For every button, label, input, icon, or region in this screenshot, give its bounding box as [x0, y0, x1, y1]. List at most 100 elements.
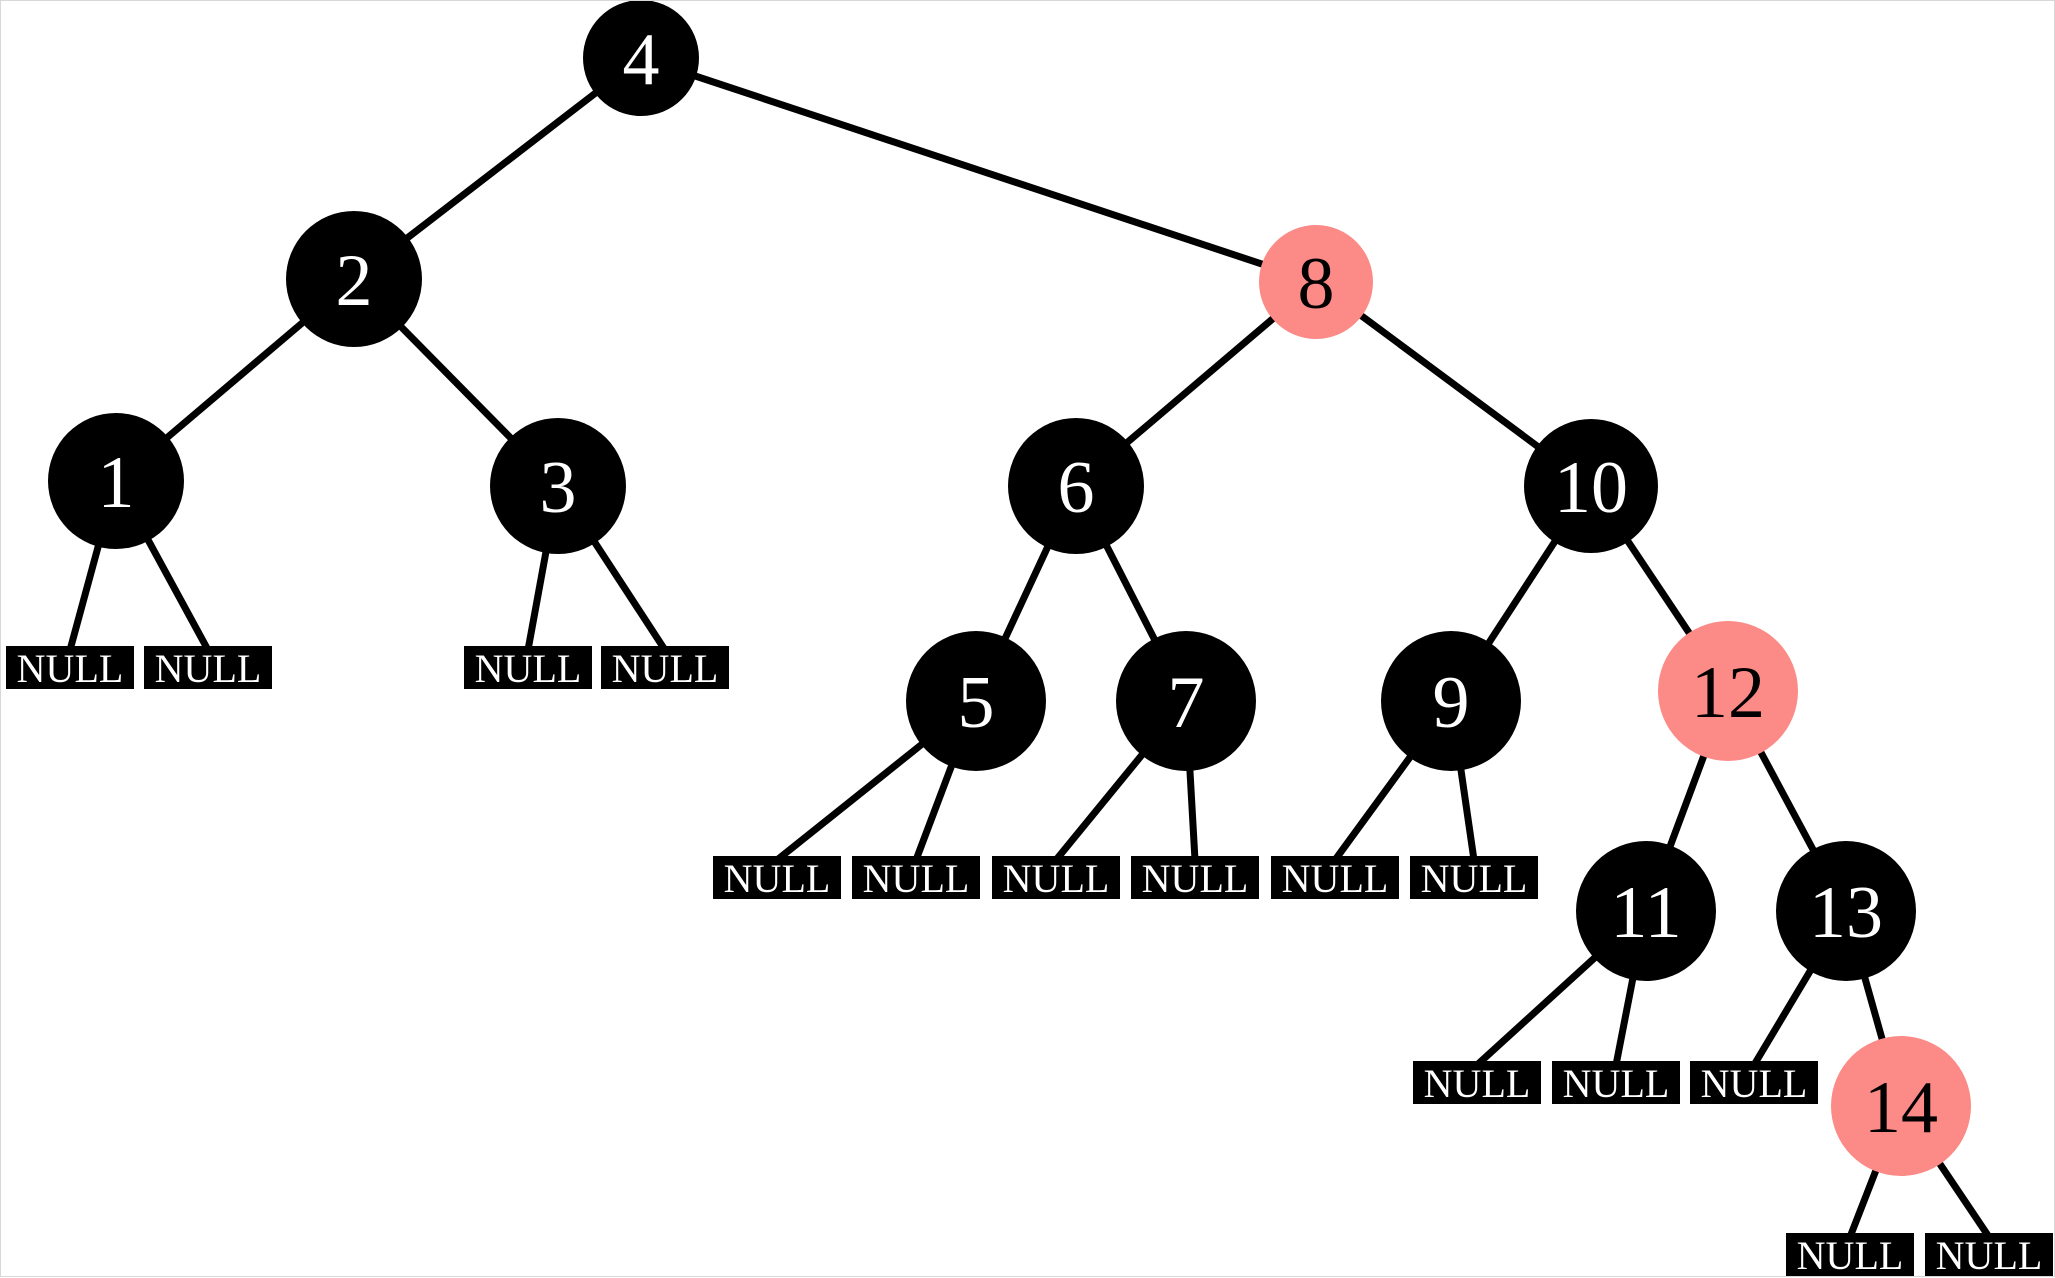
null-node: NULL — [1786, 1233, 1914, 1278]
tree-node-3[interactable]: 3 — [490, 418, 626, 554]
null-node-box — [464, 646, 592, 689]
tree-null-edge — [774, 738, 929, 863]
tree-node-label: 7 — [1168, 662, 1205, 744]
null-node-label: NULL — [1282, 856, 1389, 901]
null-node: NULL — [1410, 856, 1538, 901]
tree-null-edge — [1846, 1164, 1882, 1239]
tree-node-14[interactable]: 14 — [1831, 1036, 1971, 1176]
null-node-box — [1131, 856, 1259, 899]
tree-null-edge — [1750, 964, 1817, 1067]
null-node: NULL — [1690, 1061, 1818, 1106]
tree-null-edge — [1332, 750, 1417, 863]
tree-node-label: 9 — [1433, 662, 1470, 744]
tree-node-circle[interactable] — [490, 418, 626, 554]
null-node: NULL — [852, 856, 980, 901]
tree-node-11[interactable]: 11 — [1576, 841, 1716, 981]
tree-node-circle[interactable] — [1776, 841, 1916, 981]
tree-node-10[interactable]: 10 — [1524, 419, 1658, 553]
tree-null-edge — [142, 533, 212, 652]
tree-null-edge — [1456, 763, 1478, 861]
null-node-box — [713, 856, 841, 899]
null-node-box — [852, 856, 980, 899]
null-node-box — [992, 856, 1120, 899]
tree-edge — [999, 540, 1054, 645]
null-node-label: NULL — [1421, 856, 1528, 901]
null-node-box — [6, 646, 134, 689]
null-node: NULL — [144, 646, 272, 691]
tree-edge — [1665, 749, 1709, 853]
tree-node-label: 6 — [1058, 447, 1095, 529]
edges-layer — [66, 71, 1992, 1239]
tree-node-circle[interactable] — [1116, 631, 1256, 771]
null-node-label: NULL — [1936, 1233, 2043, 1278]
tree-null-edge — [1933, 1157, 1992, 1239]
tree-node-label: 5 — [958, 662, 995, 744]
tree-node-circle[interactable] — [286, 211, 422, 347]
null-node: NULL — [1131, 856, 1259, 901]
null-node-box — [1271, 856, 1399, 899]
tree-node-2[interactable]: 2 — [286, 211, 422, 347]
tree-node-7[interactable]: 7 — [1116, 631, 1256, 771]
tree-node-4[interactable]: 4 — [583, 1, 699, 116]
tree-node-13[interactable]: 13 — [1776, 841, 1916, 981]
null-node: NULL — [1552, 1061, 1680, 1106]
tree-node-12[interactable]: 12 — [1658, 621, 1798, 761]
tree-node-5[interactable]: 5 — [906, 631, 1046, 771]
tree-edge — [1621, 534, 1696, 640]
tree-null-edge — [588, 536, 668, 652]
null-node: NULL — [464, 646, 592, 691]
tree-edge — [1120, 312, 1280, 449]
null-node-label: NULL — [1797, 1233, 1904, 1278]
tree-node-circle[interactable] — [906, 631, 1046, 771]
null-node-box — [1690, 1061, 1818, 1104]
tree-edge — [395, 320, 517, 445]
tree-null-edge — [1612, 973, 1638, 1066]
null-node-box — [1786, 1233, 1914, 1276]
null-node-box — [601, 646, 729, 689]
tree-node-circle[interactable] — [1381, 631, 1521, 771]
tree-edge — [689, 71, 1269, 270]
null-node-label: NULL — [724, 856, 831, 901]
null-node-label: NULL — [1003, 856, 1110, 901]
tree-node-label: 11 — [1610, 872, 1681, 954]
tree-node-circle[interactable] — [48, 413, 184, 549]
tree-node-6[interactable]: 6 — [1008, 418, 1144, 554]
tree-edge — [1101, 539, 1160, 646]
null-node-box — [1925, 1233, 2053, 1276]
null-node-label: NULL — [863, 856, 970, 901]
null-node-label: NULL — [612, 646, 719, 691]
tree-node-label: 4 — [623, 19, 660, 101]
tree-edge — [1354, 309, 1545, 453]
tree-null-edge — [912, 759, 957, 862]
tree-edge — [161, 316, 309, 444]
tree-node-circle[interactable] — [1524, 419, 1658, 553]
null-node-label: NULL — [1424, 1061, 1531, 1106]
null-node-box — [144, 646, 272, 689]
tree-node-circle[interactable] — [583, 1, 699, 116]
tree-node-label: 2 — [336, 240, 373, 322]
null-node-label: NULL — [1563, 1061, 1670, 1106]
null-node-box — [1410, 856, 1538, 899]
tree-node-9[interactable]: 9 — [1381, 631, 1521, 771]
tree-node-label: 14 — [1864, 1067, 1938, 1149]
tree-null-edge — [1474, 951, 1602, 1068]
null-node: NULL — [713, 856, 841, 901]
tree-node-1[interactable]: 1 — [48, 413, 184, 549]
null-node: NULL — [6, 646, 134, 691]
tree-edge — [1482, 535, 1561, 650]
tree-null-edge — [1186, 764, 1199, 861]
tree-node-circle[interactable] — [1259, 225, 1373, 339]
tree-node-circle[interactable] — [1008, 418, 1144, 554]
tree-edge — [400, 86, 602, 244]
tree-node-label: 12 — [1691, 652, 1765, 734]
tree-node-label: 13 — [1809, 872, 1883, 954]
tree-node-circle[interactable] — [1576, 841, 1716, 981]
null-node: NULL — [1413, 1061, 1541, 1106]
tree-node-circle[interactable] — [1658, 621, 1798, 761]
tree-node-circle[interactable] — [1831, 1036, 1971, 1176]
null-node-label: NULL — [1142, 856, 1249, 901]
tree-node-label: 1 — [98, 442, 135, 524]
tree-node-8[interactable]: 8 — [1259, 225, 1373, 339]
